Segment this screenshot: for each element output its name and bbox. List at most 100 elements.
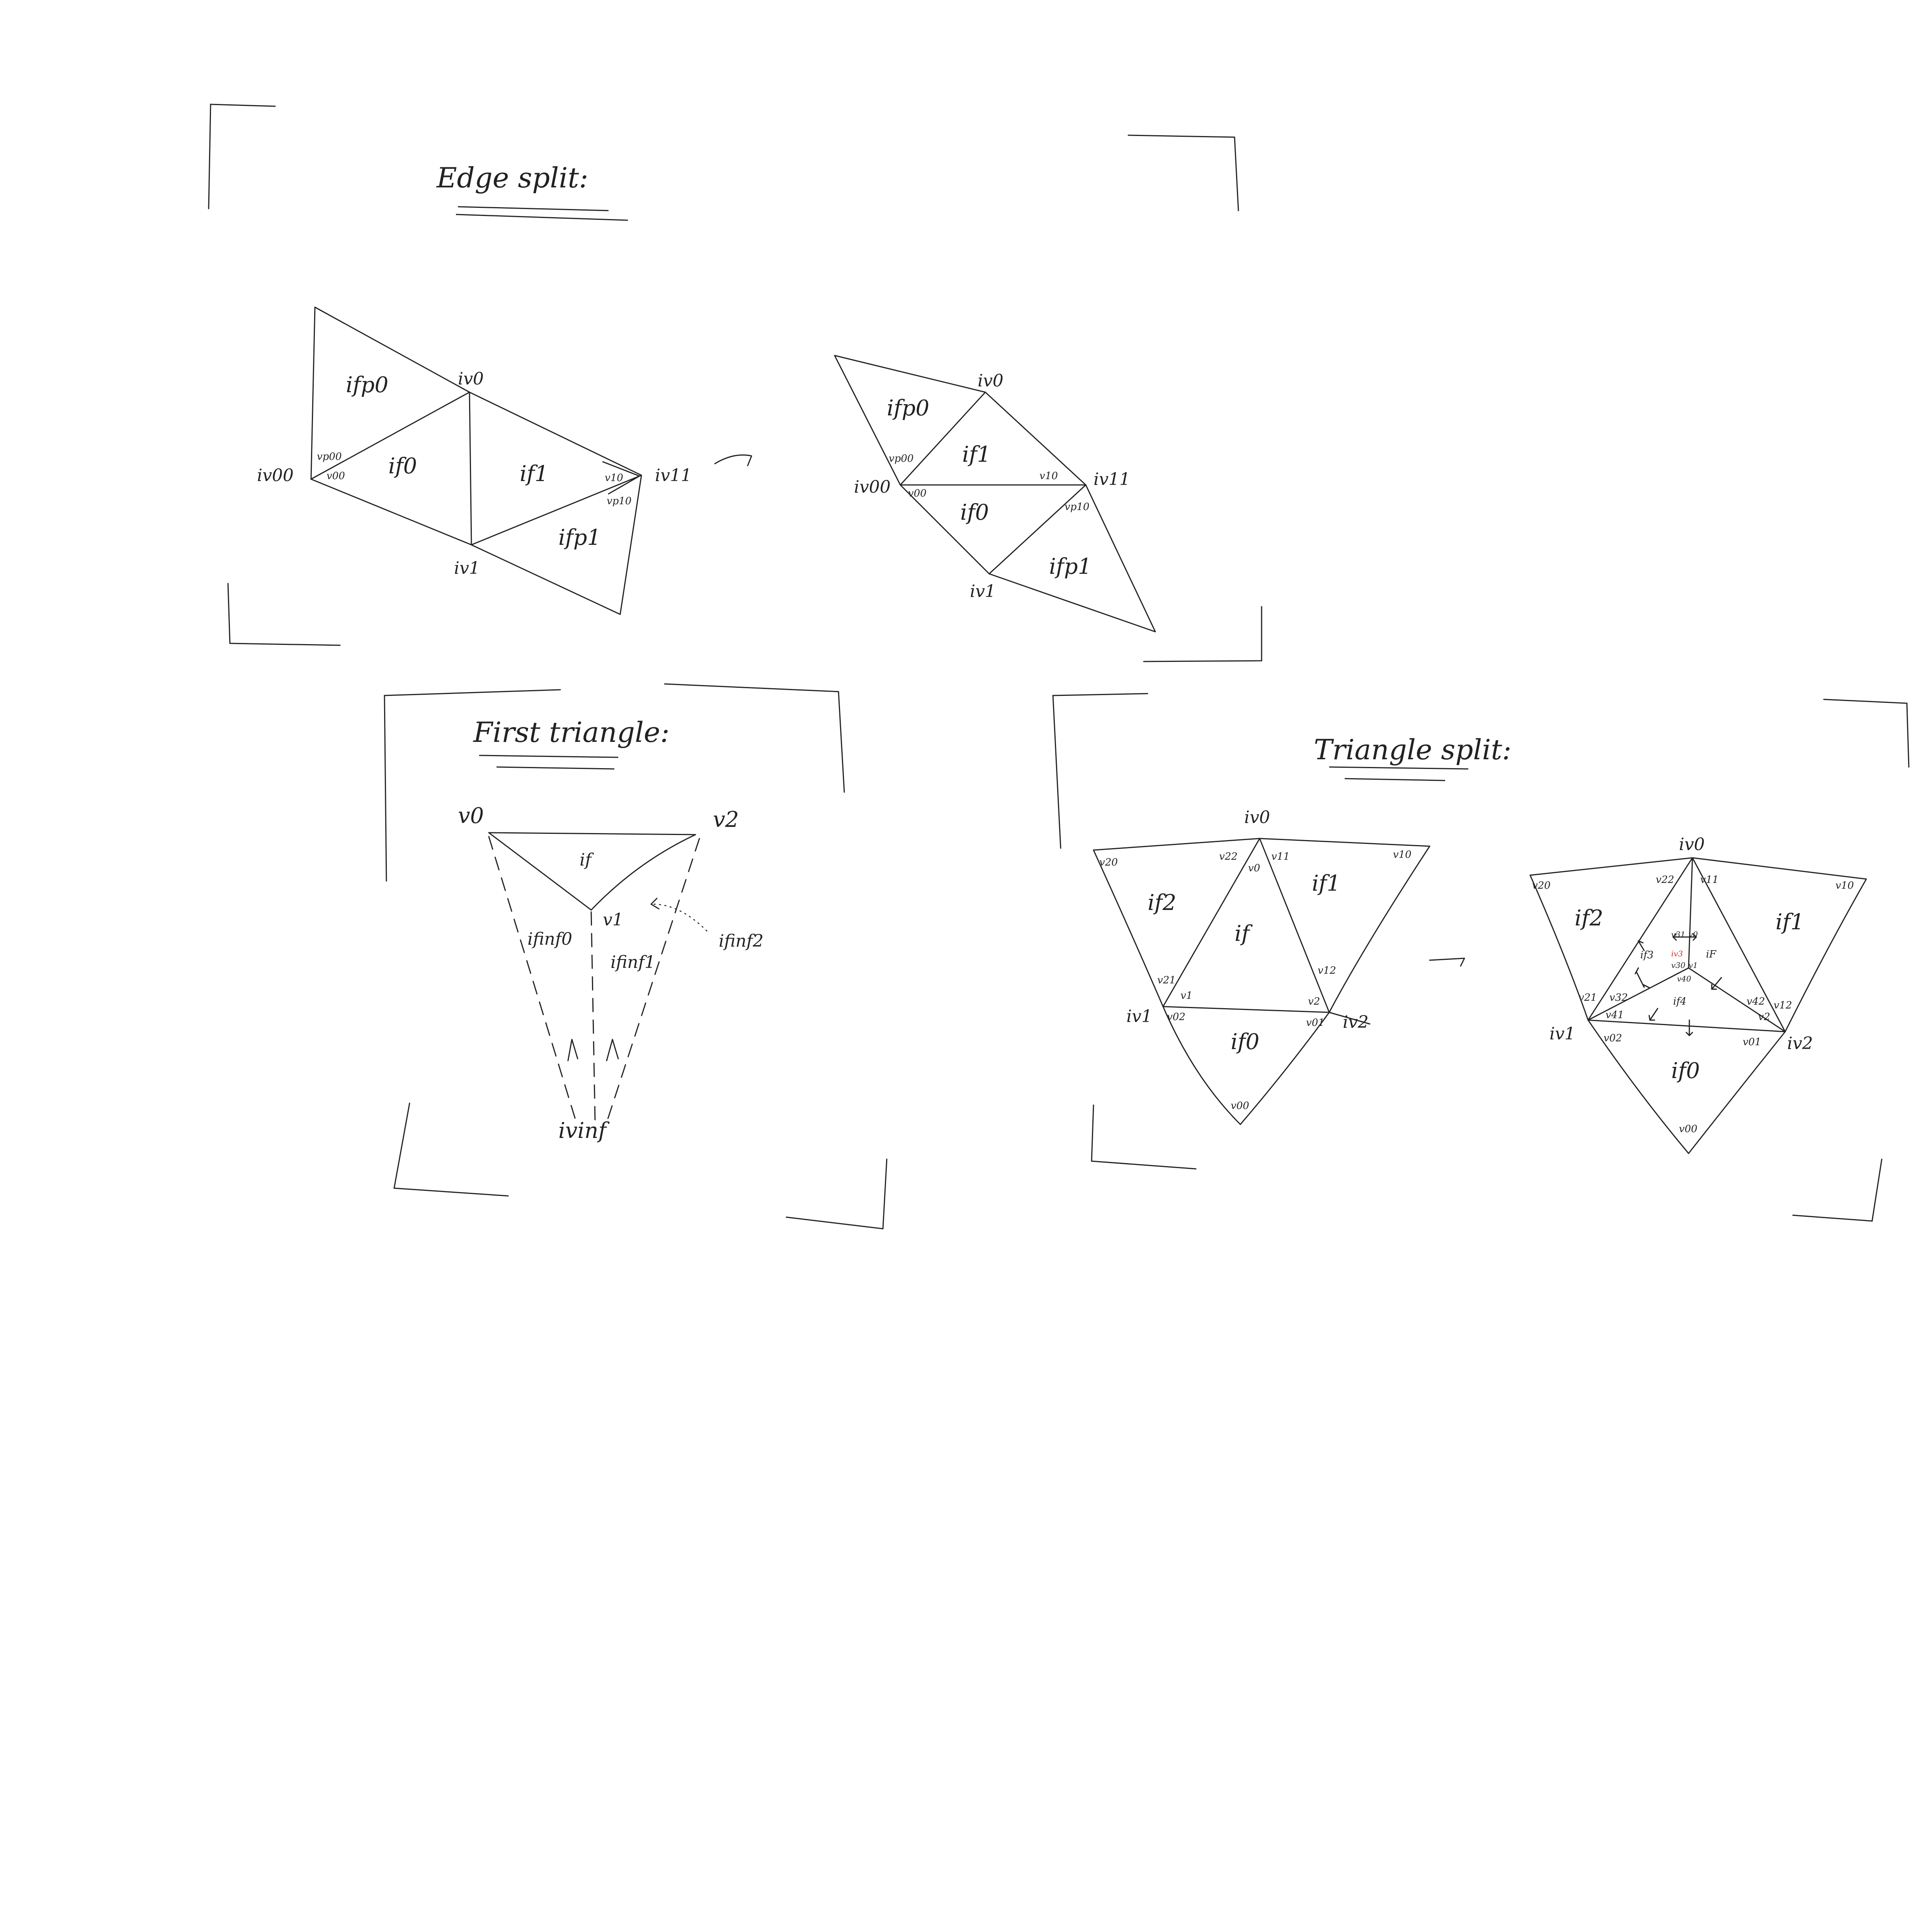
vertex-label: v0 [458,803,484,828]
face-label: ifinf1 [611,952,655,972]
face-label: if0 [960,500,989,525]
corner-label: v00 [908,488,927,499]
vertex-label: iv11 [655,466,692,485]
corner-label: v31 [1671,930,1685,939]
triangle-split-left-mesh [1093,838,1430,1125]
frame-corner [384,689,561,882]
first-triangle-title: First triangle: [473,716,670,748]
corner-label: v41 [1605,1009,1624,1021]
vertex-label: iv0 [1244,808,1270,827]
frame-corner [786,1158,888,1230]
title-underline [1329,766,1469,770]
corner-label: v0 [1248,862,1260,874]
face-label: if1 [962,442,991,467]
corner-label: v11 [1271,851,1290,862]
triangle-split-section: Triangle split: iv0 iv1 iv2 if2 if if1 i… [1052,693,1910,1222]
corner-label: v2 [1308,996,1320,1007]
vertex-label: iv0 [458,369,484,389]
corner-label: v00 [327,470,345,482]
title-underline [457,206,609,211]
vertex-label: iv0 [978,371,1003,391]
corner-label: v11 [1700,874,1719,886]
edge-split-left-mesh [310,306,642,615]
face-label: if2 [1575,906,1603,931]
first-triangle-mesh [488,832,707,1123]
highlight-vertex-label: iv3 [1671,949,1683,958]
title-underline [496,766,615,770]
face-label: ifp0 [887,396,929,421]
frame-corner [1128,134,1239,211]
corner-label: vp00 [317,451,342,463]
corner-label: v20 [1099,857,1118,868]
face-label: if [580,850,594,870]
face-label: if3 [1640,949,1653,961]
corner-label: v12 [1774,1000,1792,1011]
corner-label: v20 [1532,880,1551,891]
corner-label: v00 [1679,1123,1697,1135]
face-label: if2 [1148,890,1176,915]
corner-label: v1 [1180,990,1192,1002]
corner-label: v32 [1609,992,1628,1003]
frame-corner [1143,606,1262,662]
title-underline [479,755,619,758]
vertex-label: iv2 [1787,1034,1813,1053]
frame-corner [664,683,845,793]
corner-label: v2 [1758,1011,1770,1023]
corner-label: v01 [1743,1036,1761,1048]
corner-label: v21 [1578,992,1597,1003]
corner-label: v00 [1231,1100,1249,1112]
first-triangle-section: First triangle: v0 v2 v1 ivinf if ifinf0… [384,683,888,1230]
edge-split-title: Edge split: [436,162,588,194]
corner-label: v10 [1835,880,1854,891]
face-label: ifp1 [1049,554,1092,579]
title-underline [1344,778,1446,781]
vertex-label: v2 [713,807,739,832]
frame-corner [393,1102,509,1197]
transition-arrow [714,454,752,466]
face-label: if0 [1671,1058,1700,1083]
frame-corner [1792,1158,1883,1222]
vertex-label: ivinf [558,1118,610,1143]
face-label: if0 [388,454,417,479]
corner-label: v22 [1656,874,1674,886]
corner-label: v02 [1167,1011,1185,1023]
face-label: iF [1706,949,1716,960]
frame-corner [227,583,341,646]
frame-corner [208,104,276,209]
corner-label: v0 [1689,930,1698,939]
vertex-label: iv1 [1549,1024,1575,1044]
vertex-label: iv1 [1126,1007,1152,1026]
corner-label: v21 [1157,975,1176,986]
corner-label: v01 [1306,1017,1325,1029]
corner-label: v42 [1747,996,1765,1007]
edge-split-right-mesh [834,355,1156,633]
vertex-label: iv1 [970,582,996,601]
corner-label: v12 [1318,965,1336,976]
corner-label: v22 [1219,851,1238,862]
corner-label: v10 [1393,849,1412,861]
face-label: if4 [1673,996,1686,1007]
corner-label: vp10 [1065,501,1089,513]
corner-label: vp00 [889,453,913,464]
corner-label: vp10 [607,495,631,507]
vertex-label: iv1 [454,558,480,578]
vertex-label: iv11 [1094,469,1130,489]
corner-label: v40 [1677,974,1691,983]
face-label: if1 [520,461,548,486]
edge-split-section: Edge split: ifp0 if0 if1 ifp1 iv0 iv00 i… [208,104,1262,662]
triangle-split-right-mesh [1529,857,1867,1154]
vertex-label: iv00 [854,477,891,497]
vertex-label: iv00 [257,466,294,485]
transition-arrow [1429,957,1465,967]
triangle-split-title: Triangle split: [1314,733,1512,766]
face-label: if [1235,921,1253,946]
frame-corner [1823,699,1910,768]
corner-label: v30 [1671,961,1685,970]
face-label: if0 [1231,1029,1259,1054]
corner-label: v1 [1689,961,1698,970]
title-underline [456,214,628,221]
corner-label: v10 [605,472,623,484]
face-label: if1 [1776,910,1804,935]
frame-corner [1052,693,1148,849]
